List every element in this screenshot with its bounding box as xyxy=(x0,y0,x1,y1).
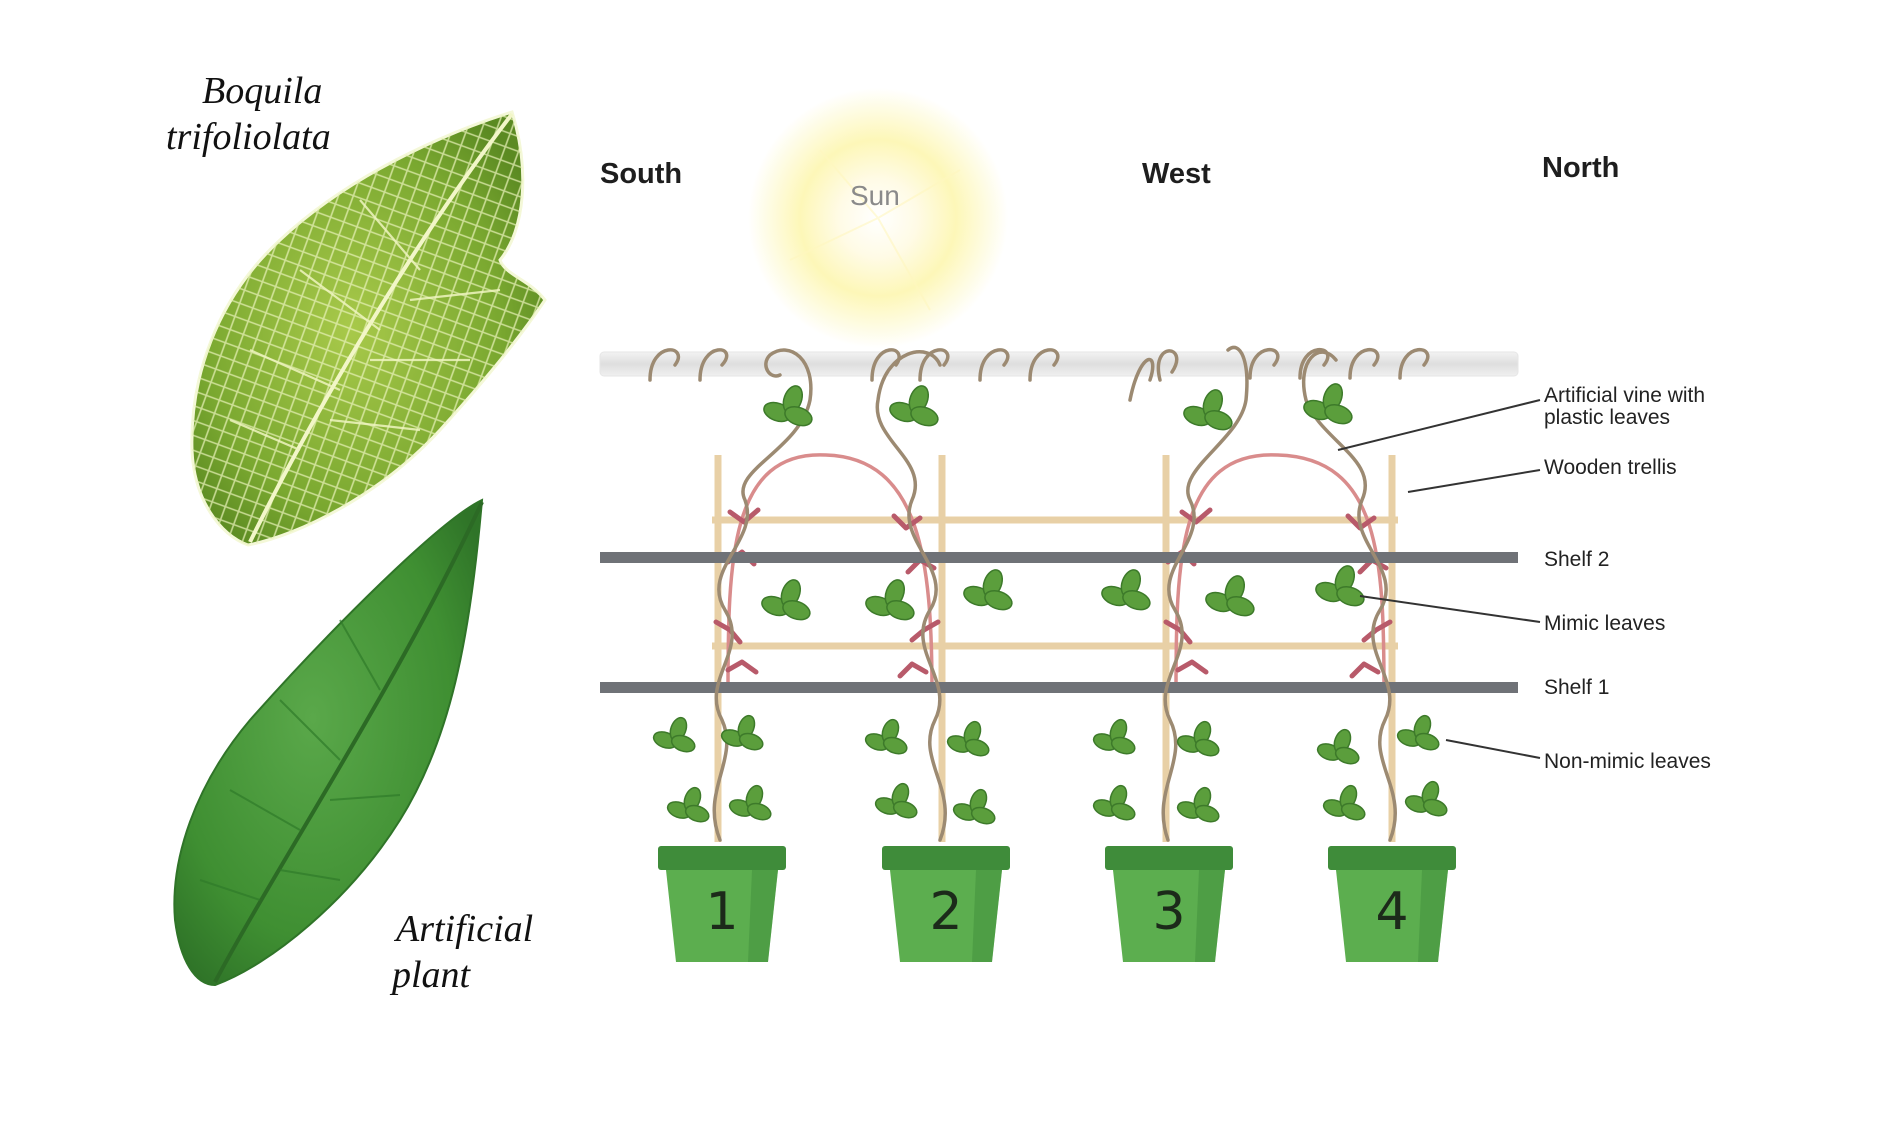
non-mimic-leaf xyxy=(1334,746,1360,765)
mimic-leaf xyxy=(784,405,813,427)
pot-number-2: 2 xyxy=(929,882,963,942)
pot-number-4: 4 xyxy=(1375,882,1409,942)
non-mimic-leaf xyxy=(892,800,918,819)
artificial-vine xyxy=(713,453,1393,693)
non-mimic-leaf xyxy=(684,804,710,823)
pot-2 xyxy=(882,846,1010,962)
top-support-bar xyxy=(599,351,1519,377)
mimic-leaf xyxy=(1226,595,1255,617)
direction-south: South xyxy=(600,158,683,190)
callout-shelf-1: Shelf 1 xyxy=(1544,676,1610,699)
artificial-plant-label-line1: Artificial xyxy=(396,908,534,950)
mimic-leaf xyxy=(910,405,939,427)
non-mimic-leaf xyxy=(1194,804,1220,823)
mimic-leaf xyxy=(1204,409,1233,431)
pot-3 xyxy=(1105,846,1233,962)
mimic-leaf xyxy=(1324,403,1353,425)
mimic-leaf xyxy=(782,599,811,621)
non-mimic-leaf xyxy=(964,738,990,757)
callout-leader-lines xyxy=(1337,399,1541,759)
climbing-vines xyxy=(648,345,1430,842)
direction-north: North xyxy=(1542,152,1620,184)
mimic-leaf xyxy=(886,599,915,621)
pot-number-1: 1 xyxy=(705,882,739,942)
mimic-leaf xyxy=(1336,585,1365,607)
non-mimic-leaf xyxy=(1414,732,1440,751)
callout-vine-line1: Artificial vine with xyxy=(1544,384,1706,407)
non-mimic-leaf xyxy=(746,802,772,821)
non-mimic-leaf xyxy=(1194,738,1220,757)
callout-mimic-leaves: Mimic leaves xyxy=(1544,612,1666,635)
shelf-1 xyxy=(600,682,1518,693)
boquila-leaf-image xyxy=(190,110,547,547)
artificial-plant-label-line2: plant xyxy=(392,954,471,996)
wooden-trellis xyxy=(712,455,1398,842)
boquila-label-line1: Boquila xyxy=(202,70,323,112)
shelf-2 xyxy=(600,552,1518,563)
callout-non-mimic-leaves: Non-mimic leaves xyxy=(1544,750,1711,773)
sun-label: Sun xyxy=(850,180,900,211)
non-mimic-leaf xyxy=(970,806,996,825)
non-mimic-leaf xyxy=(1340,802,1366,821)
pot-4 xyxy=(1328,846,1456,962)
pots xyxy=(658,846,1456,962)
non-mimic-leaf xyxy=(1110,802,1136,821)
non-mimic-leaf xyxy=(670,734,696,753)
callout-shelf-2: Shelf 2 xyxy=(1544,548,1610,571)
sun-graphic xyxy=(748,88,1008,348)
callout-vine-line2: plastic leaves xyxy=(1544,406,1671,429)
plant-leaves xyxy=(652,383,1448,825)
non-mimic-leaf xyxy=(1110,736,1136,755)
direction-west: West xyxy=(1142,158,1211,190)
non-mimic-leaf xyxy=(738,732,764,751)
callout-trellis: Wooden trellis xyxy=(1544,456,1677,479)
mimic-leaf xyxy=(1122,589,1151,611)
non-mimic-leaf xyxy=(1422,798,1448,817)
mimic-leaf xyxy=(984,589,1013,611)
pot-number-3: 3 xyxy=(1152,882,1186,942)
non-mimic-leaf xyxy=(882,736,908,755)
artificial-leaf-image xyxy=(173,498,484,987)
boquila-label-line2: trifoliolata xyxy=(166,116,331,158)
pot-1 xyxy=(658,846,786,962)
